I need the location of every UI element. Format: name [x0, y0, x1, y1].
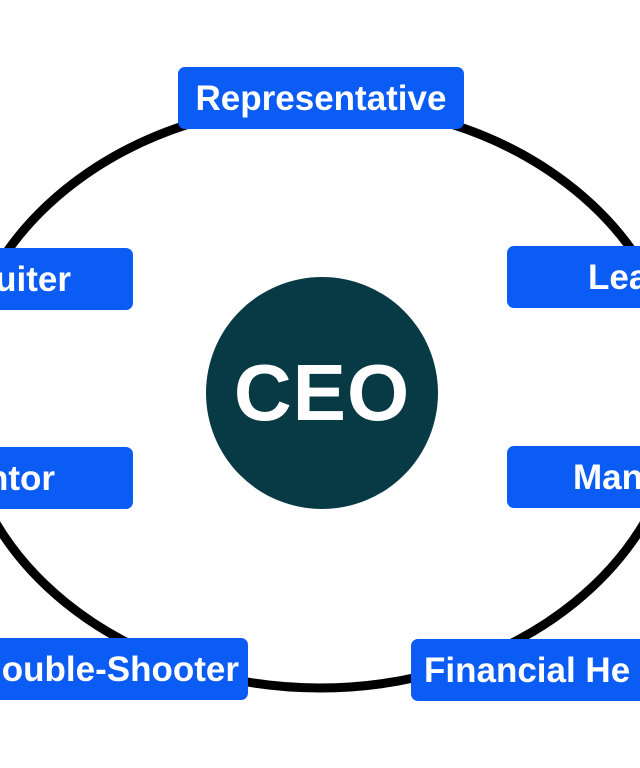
- role-label-trouble-shooter: ouble-Shooter: [1, 649, 239, 689]
- role-label-recruiter: uiter: [0, 259, 71, 299]
- role-label-manager: Man: [573, 457, 640, 497]
- role-box-trouble-shooter: ouble-Shooter: [0, 638, 248, 700]
- role-box-mediator: ntor: [0, 447, 133, 509]
- role-label-leader: Lea: [588, 257, 640, 297]
- role-label-mediator: ntor: [0, 458, 55, 498]
- role-box-leader: Lea: [507, 246, 640, 308]
- ceo-label: CEO: [233, 348, 411, 437]
- ceo-circle: CEO: [206, 277, 438, 509]
- role-box-financial-head: Financial He: [411, 639, 640, 701]
- role-box-representative: Representative: [178, 67, 464, 129]
- role-box-recruiter: uiter: [0, 248, 133, 310]
- role-box-manager: Man: [507, 446, 640, 508]
- role-label-financial-head: Financial He: [424, 650, 631, 690]
- role-label-representative: Representative: [195, 78, 447, 118]
